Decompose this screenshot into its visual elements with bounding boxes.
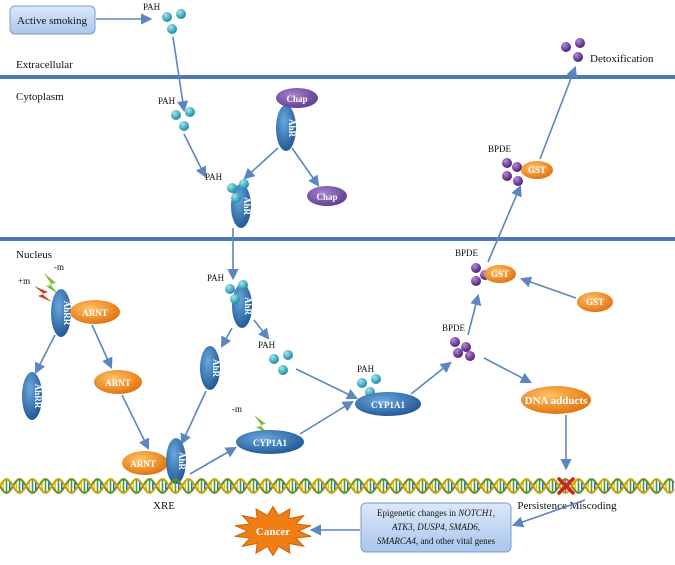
arrow-ahrr-down	[34, 334, 56, 374]
bpde-label-gst-cytoplasm: BPDE	[488, 144, 512, 154]
pah-label-free-nucleus: PAH	[258, 340, 276, 350]
bpde-label-gst-nucleus: BPDE	[455, 248, 479, 258]
svg-text:GST: GST	[491, 269, 509, 279]
epigenetic-line-3: SMARCA4, and other vital genes	[377, 536, 496, 546]
mutation-x-icon	[557, 477, 575, 495]
arrow-gst-to-complex	[519, 276, 577, 299]
plus-m-label: +m	[18, 276, 30, 286]
epigenetic-line-2: ATK3, DUSP4, SMAD6,	[391, 522, 480, 532]
svg-text:CYP1A1: CYP1A1	[371, 400, 405, 410]
svg-text:AhRR: AhRR	[62, 301, 72, 326]
cyp1a1-lower: CYP1A1	[236, 430, 304, 454]
ahr-chap-complex: AhR Chap	[276, 88, 318, 151]
svg-text:DNA adducts: DNA adducts	[525, 395, 588, 407]
arrow-bpde-to-dna-adducts	[483, 357, 532, 384]
arrow-ahr-to-xre	[180, 390, 207, 446]
arrow-pah-to-cyp1a1	[295, 368, 359, 400]
cytoplasm-label: Cytoplasm	[16, 91, 64, 103]
active-smoking-box	[9, 5, 96, 35]
svg-text:GST: GST	[586, 297, 604, 307]
bpde-label-lower: BPDE	[442, 323, 466, 333]
svg-text:GST: GST	[528, 165, 546, 175]
pah-label-ahr-nucleus: PAH	[207, 273, 225, 283]
pah-label-cyp1a1: PAH	[357, 364, 375, 374]
svg-text:AhR: AhR	[242, 197, 252, 216]
arrow-xre-to-cyp1a1	[189, 446, 237, 475]
cell-membrane	[0, 75, 675, 79]
arrow-to-detoxification	[539, 65, 578, 160]
bpde-gst-complex-cytoplasm: GST	[502, 158, 553, 186]
detoxification-label: Detoxification	[590, 53, 654, 65]
ahr-free-nucleus: AhR	[200, 346, 221, 390]
nuclear-membrane	[0, 237, 675, 241]
pah-ahr-complex-cytoplasm: AhR	[227, 179, 252, 228]
arrow-cyp1a1-to-bpde	[410, 361, 452, 395]
minus-m-label-ahrr: -m	[54, 262, 64, 272]
minus-m-label-cyp1a1: -m	[232, 404, 242, 414]
cancer-label: Cancer	[256, 526, 290, 538]
arrow-cyp1a1-up	[299, 400, 354, 435]
pah-label-cytoplasm: PAH	[158, 96, 176, 106]
chap-free: Chap	[307, 186, 347, 206]
ahrr-methylated: AhRR	[51, 289, 72, 337]
pah-label-extracellular: PAH	[143, 2, 161, 12]
arnt-with-ahrr: ARNT	[70, 300, 120, 324]
ahrr-free: AhRR	[22, 372, 43, 420]
arrow-ahr-down	[220, 327, 233, 348]
svg-text:Chap: Chap	[316, 192, 337, 202]
dna-adducts: DNA adducts	[521, 386, 591, 414]
bolt-icon-red	[34, 286, 52, 302]
bolt-icon-cyp1a1	[254, 415, 268, 434]
svg-text:AhR: AhR	[211, 359, 221, 378]
bpde-molecule-lower	[450, 337, 475, 361]
extracellular-label: Extracellular	[16, 59, 73, 71]
svg-text:ARNT: ARNT	[130, 459, 156, 469]
pah-molecule-cytoplasm	[171, 107, 195, 131]
svg-text:AhR: AhR	[287, 119, 297, 138]
pah-label-ahr-cytoplasm: PAH	[205, 172, 223, 182]
epigenetic-line-1: Epigenetic changes in NOTCH1,	[377, 508, 495, 518]
svg-text:AhR: AhR	[177, 452, 187, 471]
bpde-gst-complex-nucleus: GST	[471, 263, 516, 286]
arrow-gst-complex-up	[487, 184, 522, 263]
arrow-pah-released	[253, 319, 270, 340]
arrow-chap-released	[291, 147, 320, 187]
svg-text:Chap: Chap	[286, 94, 307, 104]
pah-molecule-free-nucleus	[269, 350, 293, 375]
pah-ahr-complex-nucleus: AhR	[225, 280, 253, 328]
arrow-arnt-to-xre	[121, 394, 150, 451]
epigenetic-box	[360, 502, 512, 553]
arrow-pah-into-cell	[172, 36, 189, 113]
cyp1a1-with-pah: CYP1A1	[355, 374, 421, 416]
svg-text:AhR: AhR	[243, 297, 253, 316]
svg-text:ARNT: ARNT	[82, 308, 108, 318]
pah-molecule-extracellular	[162, 9, 186, 34]
arrow-pah-to-ahr	[183, 133, 207, 179]
svg-text:CYP1A1: CYP1A1	[253, 438, 287, 448]
active-smoking-label: Active smoking	[17, 15, 87, 27]
gst-free: GST	[577, 292, 613, 312]
arnt-ahr-xre-complex: ARNT AhR	[122, 438, 187, 484]
arrow-dna-to-epigenetic	[511, 499, 586, 528]
bolt-icon-green	[44, 273, 58, 294]
arrow-arnt-down	[91, 324, 113, 370]
xre-label: XRE	[153, 500, 175, 512]
svg-text:AhRR: AhRR	[33, 384, 43, 409]
arrow-ahr-to-pah-ahr	[243, 147, 279, 180]
arnt-free: ARNT	[94, 370, 142, 394]
arrow-bpde-to-gst	[467, 293, 482, 336]
svg-text:ARNT: ARNT	[105, 378, 131, 388]
bpde-molecule-detox	[561, 38, 585, 62]
nucleus-label: Nucleus	[16, 249, 52, 261]
cancer-starburst	[234, 505, 312, 557]
